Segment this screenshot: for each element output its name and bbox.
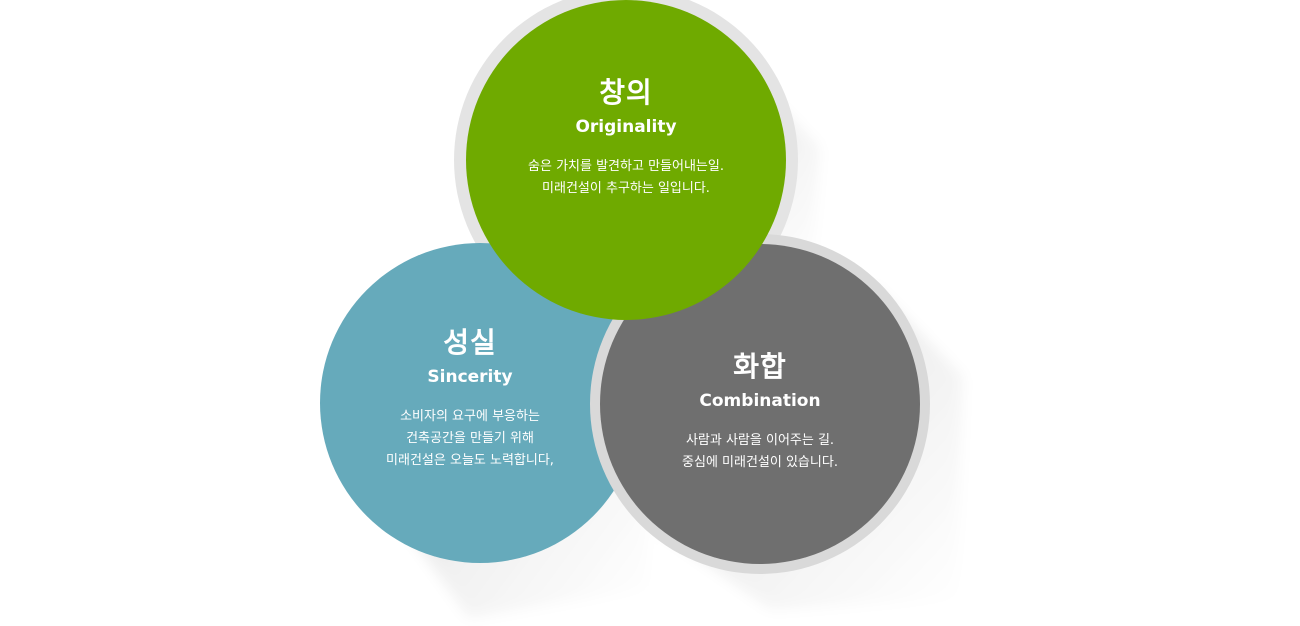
combination-description: 사람과 사람을 이어주는 길. 중심에 미래건설이 있습니다.	[620, 430, 900, 474]
sincerity-label: 성실 Sincerity 소비자의 요구에 부응하는 건축공간을 만들기 위해 …	[330, 326, 610, 472]
combination-subtitle: Combination	[699, 391, 821, 411]
combination-title: 화합	[733, 350, 787, 383]
originality-line-1: 숨은 가치를 발견하고 만들어내는일.	[528, 159, 724, 174]
originality-label: 창의 Originality 숨은 가치를 발견하고 만들어내는일. 미래건설이…	[486, 76, 766, 200]
originality-title: 창의	[599, 76, 653, 109]
sincerity-line-3: 미래건설은 오늘도 노력합니다,	[386, 453, 554, 468]
sincerity-line-2: 건축공간을 만들기 위해	[406, 431, 534, 446]
combination-line-1: 사람과 사람을 이어주는 길.	[685, 433, 835, 448]
combination-circle[interactable]	[600, 244, 920, 564]
sincerity-title: 성실	[443, 326, 497, 359]
originality-circle[interactable]	[466, 0, 786, 320]
sincerity-subtitle: Sincerity	[427, 367, 513, 387]
originality-line-2: 미래건설이 추구하는 일입니다.	[542, 181, 710, 196]
sincerity-line-1: 소비자의 요구에 부응하는	[400, 409, 540, 424]
combination-label: 화합 Combination 사람과 사람을 이어주는 길. 중심에 미래건설이…	[620, 350, 900, 474]
sincerity-description: 소비자의 요구에 부응하는 건축공간을 만들기 위해 미래건설은 오늘도 노력합…	[330, 406, 610, 472]
combination-line-2: 중심에 미래건설이 있습니다.	[682, 455, 838, 470]
sincerity-circle[interactable]	[320, 243, 640, 563]
originality-subtitle: Originality	[575, 117, 677, 137]
originality-description: 숨은 가치를 발견하고 만들어내는일. 미래건설이 추구하는 일입니다.	[486, 156, 766, 200]
